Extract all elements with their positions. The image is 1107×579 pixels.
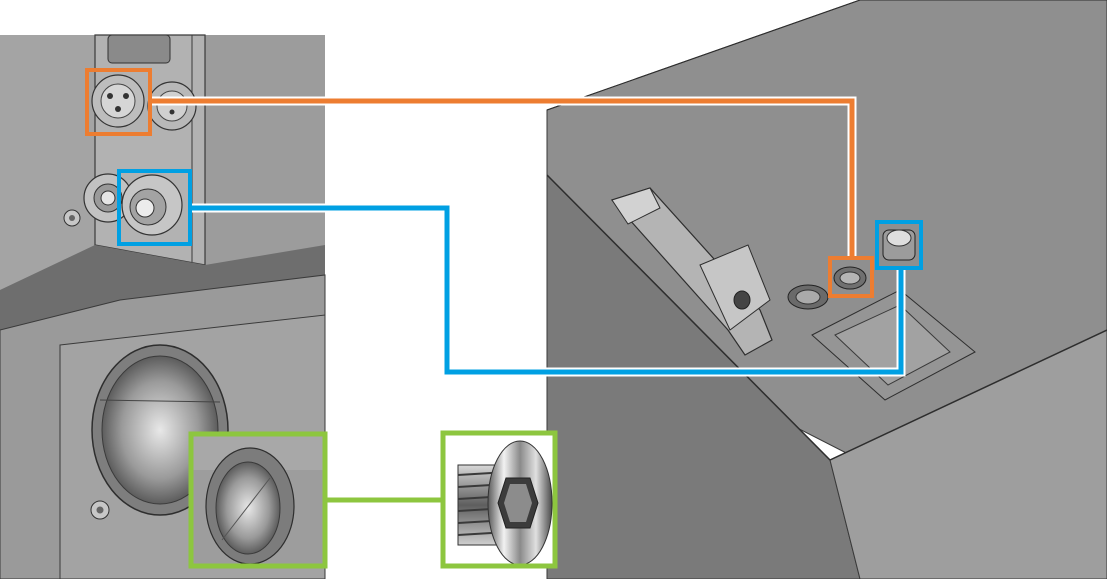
- port-highlight-box: [188, 431, 328, 569]
- connector-highlight-box: [828, 256, 874, 298]
- handle-end: [611, 187, 661, 225]
- hex-socket-inner: [504, 484, 532, 522]
- connector-socket-face: [795, 289, 821, 305]
- handle-grip: [699, 244, 771, 331]
- plug-detail-view: [443, 433, 555, 566]
- housing-edge: [829, 329, 1107, 461]
- fitting-highlight-box: [117, 169, 192, 246]
- fitting-center: [135, 198, 155, 218]
- pin: [169, 109, 175, 115]
- handle-hole: [733, 290, 751, 310]
- screw-head: [96, 506, 104, 514]
- screw-head: [69, 215, 75, 221]
- connector-link-line: [150, 98, 855, 258]
- fitting-link: [117, 169, 923, 377]
- port-detail-view: [191, 434, 325, 566]
- connector-socket-face: [839, 271, 861, 285]
- connector-link: [85, 68, 874, 298]
- bore-line: [99, 399, 221, 403]
- port-detail-bore-inner: [215, 461, 281, 555]
- connector-socket-face: [100, 83, 136, 119]
- connector-socket-face: [156, 90, 188, 122]
- plug-link: [188, 430, 558, 569]
- pin: [115, 106, 121, 112]
- connector-highlight-box: [85, 68, 152, 136]
- top-connector: [107, 34, 171, 64]
- pin: [123, 93, 129, 99]
- plug-highlight-box: [440, 430, 558, 569]
- top-housing-view: [546, 0, 1107, 579]
- port-detail-line: [221, 477, 271, 541]
- pin: [107, 93, 113, 99]
- housing-edge: [546, 174, 831, 461]
- housing-edge: [546, 0, 861, 111]
- fitting-center: [100, 190, 116, 206]
- fitting-center: [886, 229, 912, 247]
- fitting-highlight-box: [875, 220, 923, 270]
- housing-shelf: [0, 245, 325, 330]
- fitting-link-line: [190, 205, 904, 375]
